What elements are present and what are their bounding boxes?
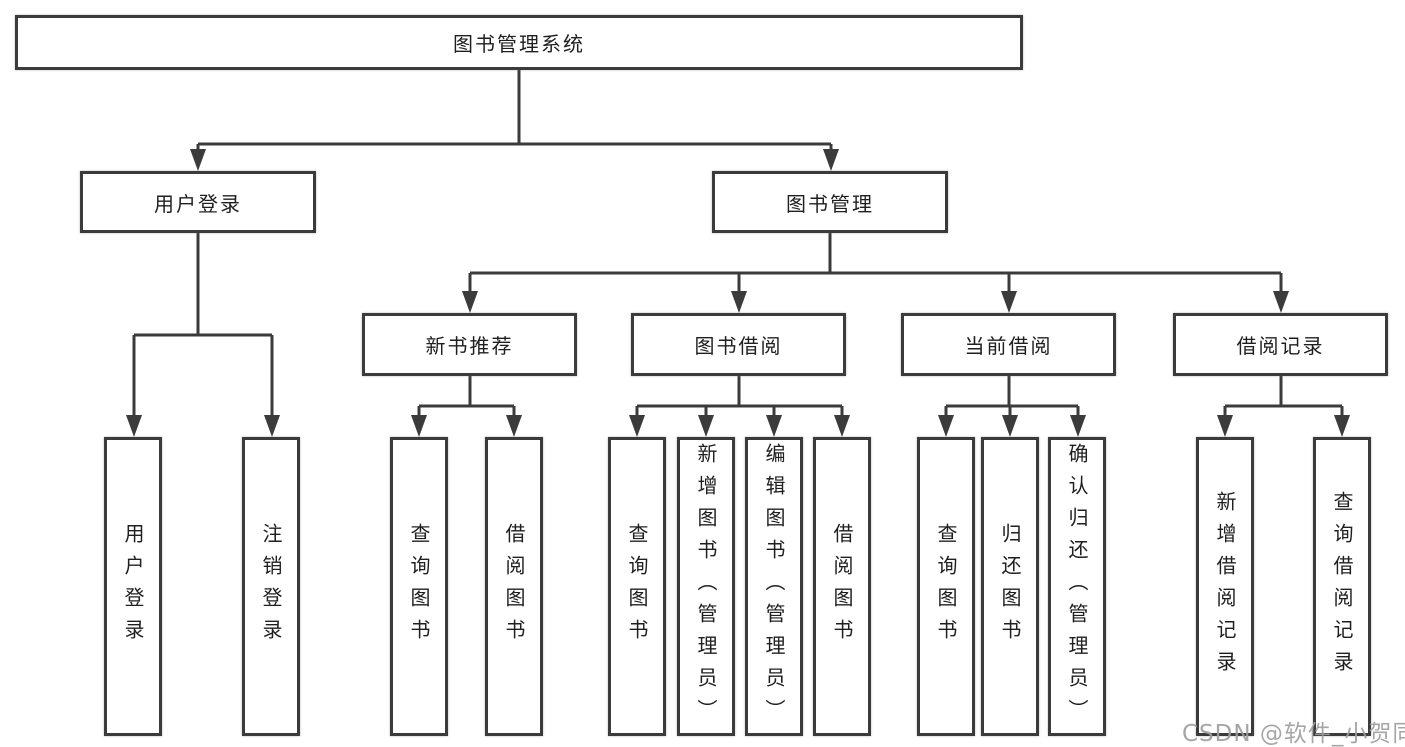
leaf-query-borrow-record-label: 查询借阅记录 (1330, 490, 1354, 683)
node-user-login-label: 用户登录 (154, 191, 242, 216)
leaf-user-login: 用户登录 (104, 437, 162, 736)
leaf-query-books-current: 查询图书 (917, 437, 975, 736)
leaf-query-books-borrow: 查询图书 (608, 437, 666, 736)
edge-bookmgmt-to-level2 (468, 233, 1283, 302)
node-root-label: 图书管理系统 (453, 32, 585, 56)
edge-bookborrow-to-leaves (635, 376, 844, 426)
leaf-borrow-books-recommend-label: 借阅图书 (502, 522, 526, 651)
leaf-edit-book-admin-label: 编辑图书（管理员） (762, 442, 786, 731)
edge-root-to-level1 (196, 70, 833, 160)
leaf-borrow-books: 借阅图书 (813, 437, 871, 736)
leaf-edit-book-admin: 编辑图书（管理员） (745, 437, 803, 736)
node-current-borrow: 当前借阅 (901, 313, 1116, 376)
leaf-query-books-recommend-label: 查询图书 (407, 522, 431, 651)
connector-lines (132, 70, 1344, 426)
csdn-watermark: CSDN @软件_小贺同学 (1182, 721, 1405, 747)
leaf-logout: 注销登录 (242, 437, 300, 736)
node-book-management: 图书管理 (712, 171, 948, 233)
leaf-query-books-recommend: 查询图书 (390, 437, 448, 736)
leaf-return-book: 归还图书 (981, 437, 1039, 736)
leaf-user-login-label: 用户登录 (121, 522, 145, 651)
node-new-book-recommend: 新书推荐 (362, 313, 577, 376)
node-borrow-records: 借阅记录 (1173, 313, 1388, 376)
leaf-query-books-borrow-label: 查询图书 (625, 522, 649, 651)
node-user-login: 用户登录 (80, 171, 316, 233)
leaf-add-book-admin-label: 新增图书（管理员） (694, 442, 718, 731)
leaf-add-borrow-record: 新增借阅记录 (1196, 437, 1254, 736)
leaf-add-book-admin: 新增图书（管理员） (677, 437, 735, 736)
edge-newbook-to-leaves (417, 376, 516, 426)
leaf-borrow-books-label: 借阅图书 (830, 522, 854, 651)
leaf-query-books-current-label: 查询图书 (934, 522, 958, 651)
node-current-borrow-label: 当前借阅 (964, 334, 1053, 358)
node-book-borrow-label: 图书借阅 (694, 334, 783, 358)
node-borrow-records-label: 借阅记录 (1236, 334, 1325, 358)
leaf-logout-label: 注销登录 (259, 522, 283, 651)
leaf-return-book-label: 归还图书 (998, 522, 1022, 651)
node-book-management-label: 图书管理 (786, 191, 874, 216)
edge-userlogin-to-leaves (132, 233, 274, 426)
leaf-confirm-return-admin-label: 确认归还（管理员） (1065, 442, 1089, 731)
edge-borrowrecords-to-leaves (1223, 376, 1344, 426)
node-root-system: 图书管理系统 (15, 15, 1023, 70)
leaf-borrow-books-recommend: 借阅图书 (485, 437, 543, 736)
leaf-confirm-return-admin: 确认归还（管理员） (1048, 437, 1106, 736)
node-new-book-recommend-label: 新书推荐 (425, 334, 514, 358)
leaf-add-borrow-record-label: 新增借阅记录 (1213, 490, 1237, 683)
node-book-borrow: 图书借阅 (631, 313, 846, 376)
leaf-query-borrow-record: 查询借阅记录 (1313, 437, 1371, 736)
connector-arrowheads (126, 149, 1350, 437)
